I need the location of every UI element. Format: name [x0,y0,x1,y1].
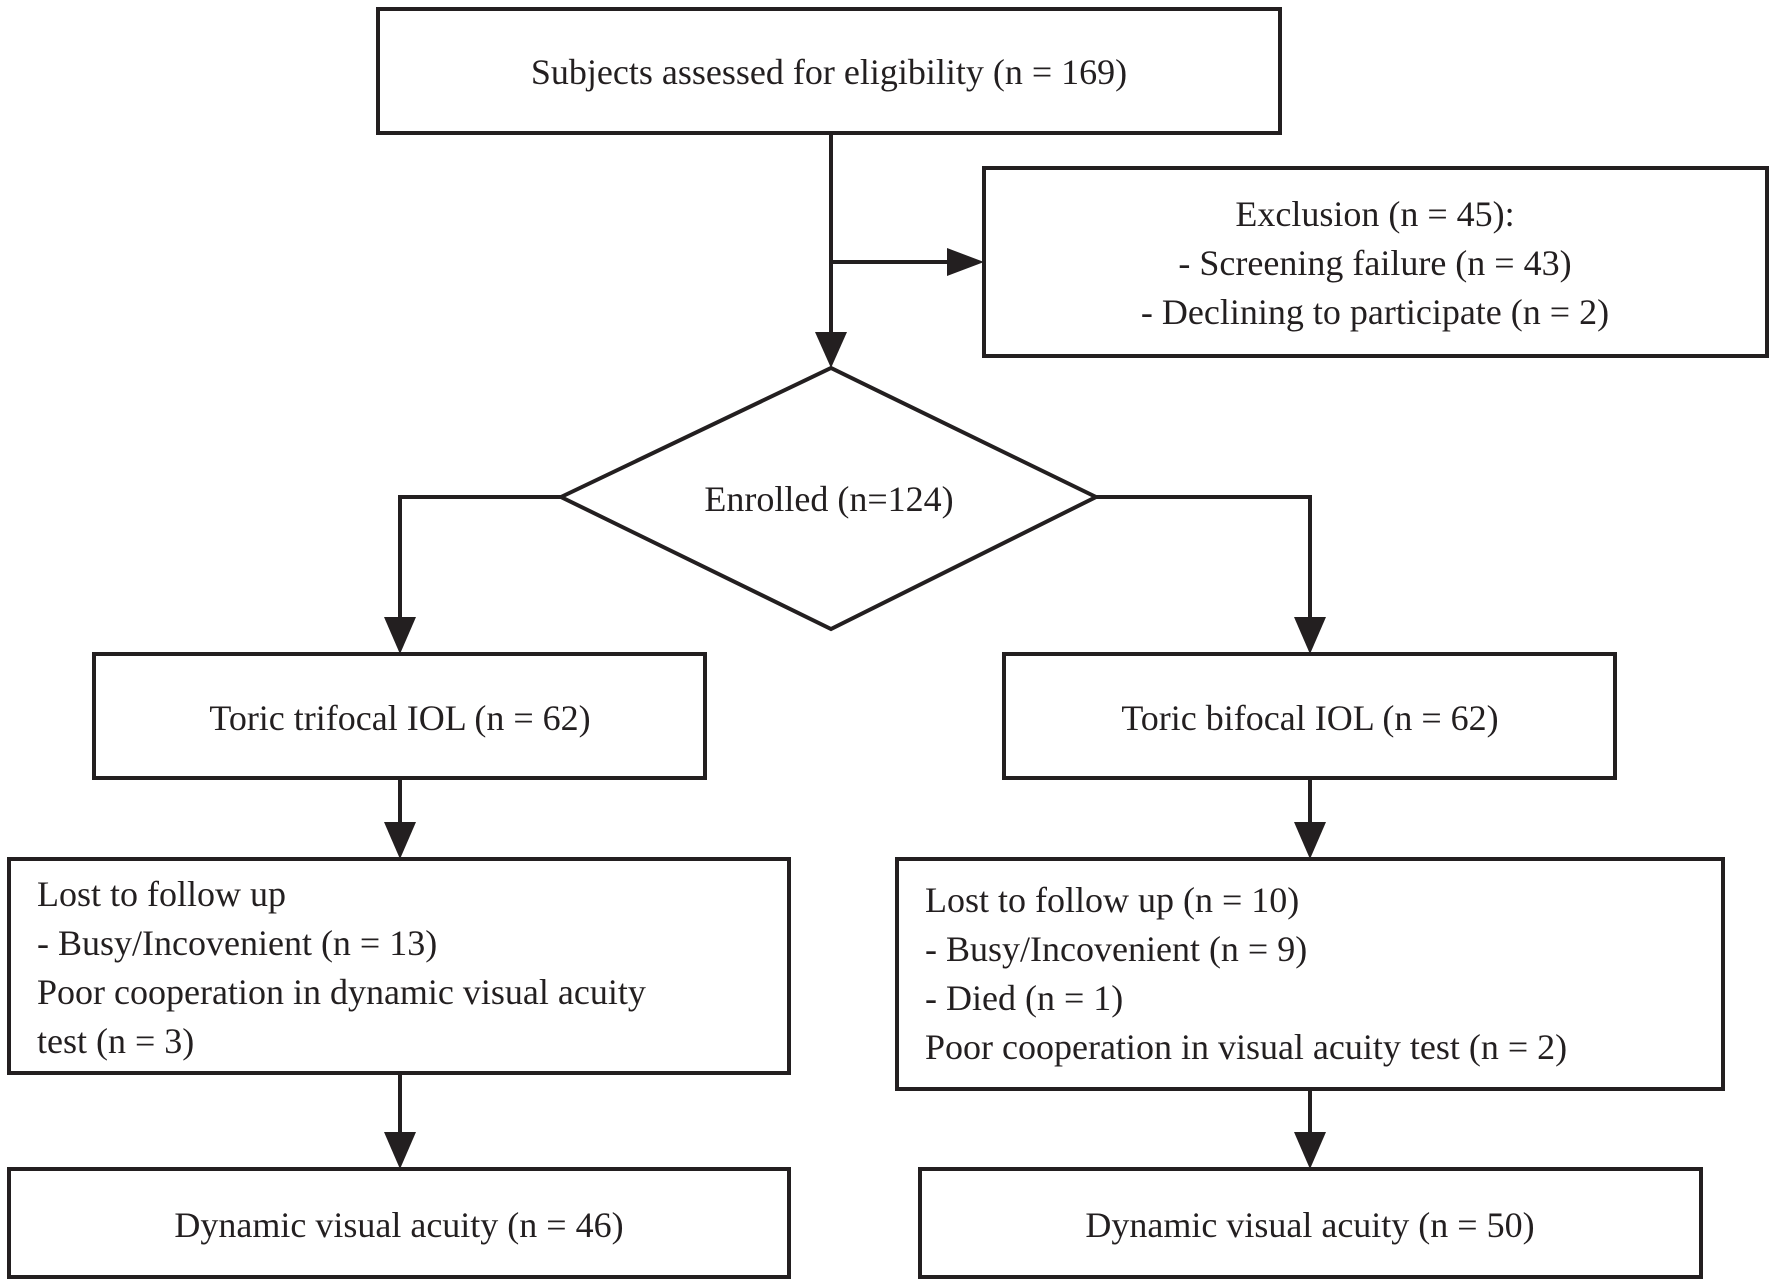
node-dva-trifocal-label: Dynamic visual acuity (n = 46) [174,1205,623,1245]
node-trifocal: Toric trifocal IOL (n = 62) [92,652,707,780]
node-assessed-label: Subjects assessed for eligibility (n = 1… [531,52,1127,92]
arrowhead [1294,1132,1326,1169]
exclusion-line: Exclusion (n = 45): [1235,194,1514,234]
node-exclusion: Exclusion (n = 45): - Screening failure … [982,166,1769,358]
lost-bifocal-line: - Died (n = 1) [925,978,1123,1018]
lost-trifocal-line: Poor cooperation in dynamic visual acuit… [37,972,646,1012]
lost-trifocal-line: test (n = 3) [37,1021,194,1061]
lost-bifocal-line: - Busy/Incovenient (n = 9) [925,929,1307,969]
edge-assessed-to-enrolled [815,134,847,368]
edge-lost-trifocal-to-dva [384,1073,416,1169]
node-dva-bifocal-label: Dynamic visual acuity (n = 50) [1085,1205,1534,1245]
node-assessed: Subjects assessed for eligibility (n = 1… [376,7,1282,135]
lost-bifocal-line: Lost to follow up (n = 10) [925,880,1299,920]
arrowhead [384,1132,416,1169]
arrowhead [1294,617,1326,654]
node-lost-bifocal: Lost to follow up (n = 10) - Busy/Incove… [895,857,1725,1091]
lost-trifocal-line: Lost to follow up [37,874,286,914]
arrowhead [384,822,416,859]
edge-bifocal-to-lost [1294,778,1326,859]
node-lost-trifocal: Lost to follow up - Busy/Incovenient (n … [7,857,791,1075]
lost-bifocal-line: Poor cooperation in visual acuity test (… [925,1027,1567,1067]
node-enrolled: Enrolled (n=124) [556,365,1101,632]
lost-trifocal-line: - Busy/Incovenient (n = 13) [37,923,437,963]
exclusion-line: - Screening failure (n = 43) [1178,243,1571,283]
node-bifocal-label: Toric bifocal IOL (n = 62) [1121,698,1498,738]
node-dva-bifocal: Dynamic visual acuity (n = 50) [918,1167,1703,1279]
node-dva-trifocal: Dynamic visual acuity (n = 46) [7,1167,791,1279]
node-trifocal-label: Toric trifocal IOL (n = 62) [209,698,590,738]
arrowhead [1294,822,1326,859]
edge-lost-bifocal-to-dva [1294,1089,1326,1169]
edge-enrolled-to-bifocal [1096,495,1326,654]
exclusion-line: - Declining to participate (n = 2) [1141,292,1609,332]
arrowhead [815,332,847,368]
node-bifocal: Toric bifocal IOL (n = 62) [1002,652,1617,780]
edge-enrolled-to-trifocal [384,495,561,654]
arrowhead [947,248,984,276]
edge-trifocal-to-lost [384,778,416,859]
node-enrolled-label: Enrolled (n=124) [704,479,953,519]
edge-assessed-to-exclusion [831,248,984,276]
arrowhead [384,617,416,654]
